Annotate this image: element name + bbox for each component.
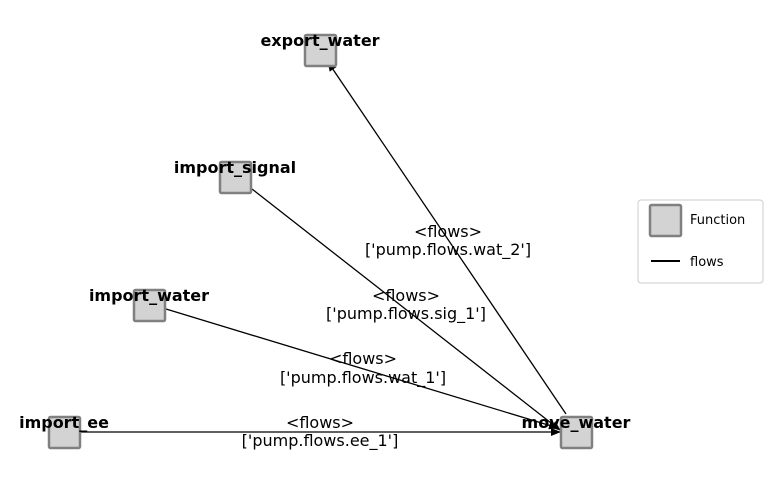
legend-function-label: Function [690,213,745,228]
edge-flows-label: ['pump.flows.wat_2'] [365,240,531,260]
edge-type-label: <flows> [329,349,397,368]
legend: Function flows [637,199,764,284]
node-import-ee[interactable]: import_ee [19,413,109,450]
edge-flows-label: ['pump.flows.ee_1'] [242,431,399,451]
edge-label-wat-2: <flows> ['pump.flows.wat_2'] [365,222,531,260]
edge-flows-label: ['pump.flows.wat_1'] [280,368,446,388]
function-node-box[interactable] [303,33,338,68]
edge-import-signal-to-move-water[interactable] [251,188,561,431]
edge-label-sig-1: <flows> ['pump.flows.sig_1'] [326,286,486,324]
node-export-water[interactable]: export_water [260,31,380,68]
function-node-box[interactable] [559,415,594,450]
node-label: import_ee [19,413,109,432]
node-move-water[interactable]: move_water [522,413,631,450]
node-label: export_water [260,31,379,50]
function-node-box[interactable] [132,288,167,323]
edge-type-label: <flows> [414,222,482,241]
edge-label-wat-1: <flows> ['pump.flows.wat_1'] [280,349,446,388]
node-import-water[interactable]: import_water [89,286,209,323]
edge-type-label: <flows> [372,286,440,305]
node-label: import_water [89,286,209,305]
edge-import-water-to-move-water[interactable] [165,308,559,430]
edge-label-ee-1: <flows> ['pump.flows.ee_1'] [242,413,399,451]
edge-move-water-to-export-water[interactable] [327,61,567,415]
function-node-box[interactable] [47,415,82,450]
node-label: move_water [522,413,631,432]
node-label: import_signal [174,158,296,177]
edge-flows-label: ['pump.flows.sig_1'] [326,304,486,324]
legend-function-swatch [648,203,683,238]
function-node-box[interactable] [218,160,253,195]
edge-type-label: <flows> [286,413,354,432]
legend-flows-label: flows [690,255,724,270]
node-import-signal[interactable]: import_signal [174,158,296,195]
